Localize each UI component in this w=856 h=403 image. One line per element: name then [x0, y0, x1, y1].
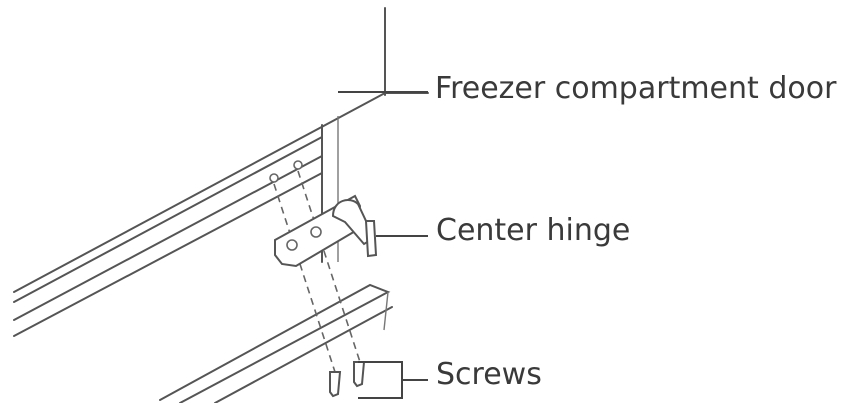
screws	[329, 361, 366, 398]
screw-right	[353, 361, 366, 388]
hinge-hole-left	[286, 239, 298, 251]
lower-door	[159, 283, 393, 403]
screws-bracket	[358, 361, 403, 399]
leader-lines	[338, 91, 428, 399]
screw-paths	[273, 170, 361, 373]
door-hole-left	[269, 173, 279, 183]
label-center-hinge: Center hinge	[436, 213, 631, 248]
center-hinge	[274, 194, 378, 268]
screw-path-right	[297, 170, 361, 363]
door-hole-right	[293, 160, 303, 170]
screw-path-left	[273, 183, 336, 373]
screw-left	[329, 371, 342, 398]
label-screws: Screws	[436, 357, 542, 392]
hinge-hole-right	[310, 226, 322, 238]
door-screw-holes	[269, 160, 303, 183]
label-freezer-compartment-door: Freezer compartment door	[435, 71, 837, 106]
